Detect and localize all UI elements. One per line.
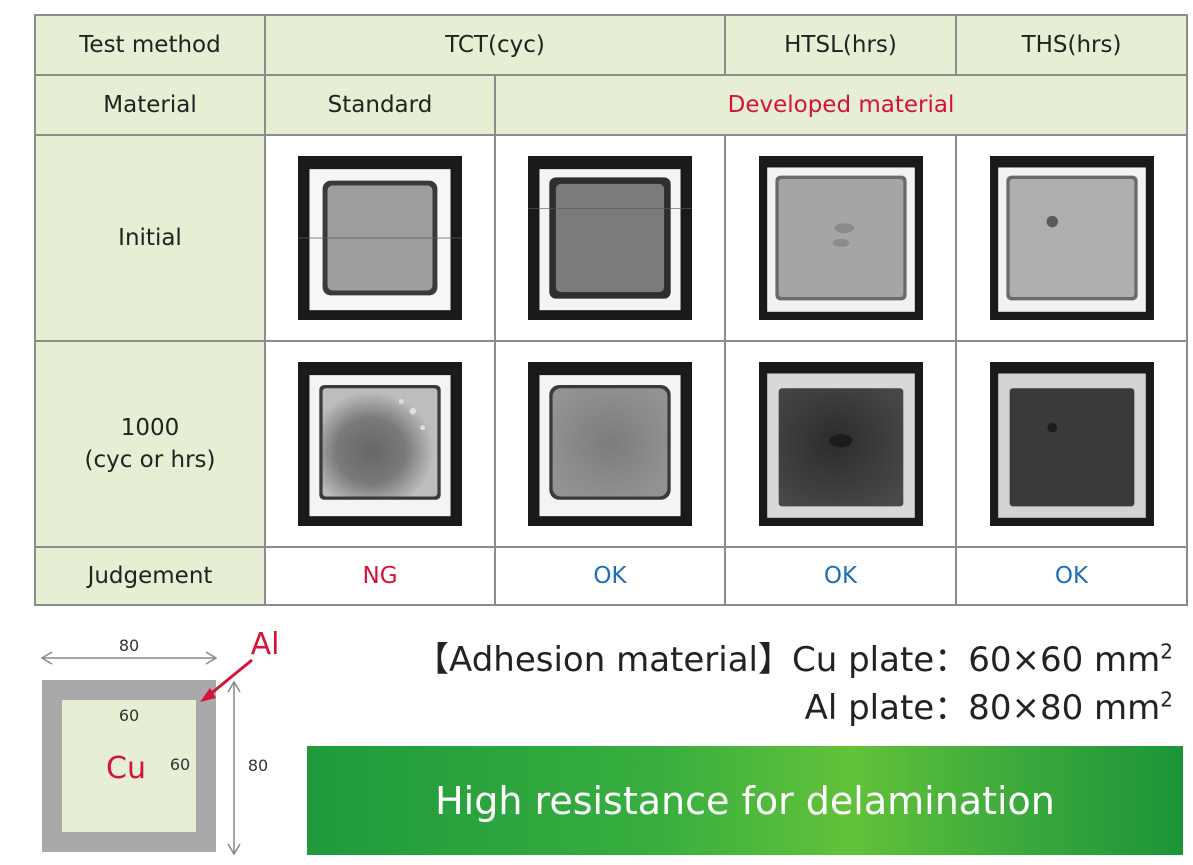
inner-height-label: 60	[170, 755, 190, 774]
adhesion-cu-text: 【Adhesion material】Cu plate：60×60 mm	[415, 640, 1161, 680]
sat-image-tct-developed-after	[528, 362, 692, 526]
sat-image-htsl-after	[758, 362, 923, 526]
scan-cell	[724, 340, 958, 548]
adhesion-al-unit-exponent: 2	[1160, 687, 1173, 712]
sat-image-ths-initial	[989, 156, 1154, 320]
adhesion-al-line: Al plate：80×80 mm2	[805, 680, 1173, 729]
al-pointer-line	[207, 658, 253, 698]
inner-width-label: 60	[119, 706, 139, 725]
scan-cell	[724, 134, 958, 342]
scan-cell	[493, 340, 727, 548]
al-pointer-arrow-icon	[200, 688, 216, 702]
sat-image-standard-initial	[298, 156, 462, 320]
adhesion-cu-unit-exponent: 2	[1160, 639, 1173, 664]
al-label: Al	[251, 627, 280, 662]
sat-image-tct-developed-initial	[528, 156, 692, 320]
summary-banner-text: High resistance for delamination	[435, 778, 1055, 823]
adhesion-cu-line: 【Adhesion material】Cu plate：60×60 mm2	[415, 632, 1173, 681]
scan-cell	[264, 340, 496, 548]
initial-row-label: Initial	[34, 134, 266, 342]
after-row-label: 1000 (cyc or hrs)	[34, 340, 266, 548]
width-arrow-right-icon	[205, 651, 218, 665]
plate-diagram: 80 80 60 60 Cu Al	[40, 627, 280, 856]
ths-header: THS(hrs)	[955, 14, 1189, 76]
height-arrow-top-icon	[227, 680, 241, 693]
judgement-ths: OK	[955, 546, 1189, 606]
height-arrow-bottom-icon	[227, 843, 241, 856]
htsl-header: HTSL(hrs)	[724, 14, 958, 76]
outer-width-label: 80	[119, 636, 139, 655]
developed-material-cell: Developed material	[493, 74, 1189, 136]
sat-image-ths-after	[989, 362, 1154, 526]
sat-image-standard-after	[298, 362, 462, 526]
after-row-label-count: 1000	[120, 415, 180, 441]
test-method-header: Test method	[34, 14, 266, 76]
sat-image-htsl-initial	[758, 156, 923, 320]
judgement-htsl: OK	[724, 546, 958, 606]
outer-height-label: 80	[248, 756, 268, 775]
material-header: Material	[34, 74, 266, 136]
judgement-header: Judgement	[34, 546, 266, 606]
cu-label: Cu	[106, 751, 146, 786]
after-row-label-unit: (cyc or hrs)	[84, 447, 216, 473]
scan-cell	[493, 134, 727, 342]
scan-cell	[955, 340, 1189, 548]
adhesion-al-text: Al plate：80×80 mm	[804, 688, 1161, 728]
width-arrow-left-icon	[40, 651, 53, 665]
scan-cell	[264, 134, 496, 342]
summary-banner: High resistance for delamination	[307, 746, 1183, 855]
tct-header: TCT(cyc)	[263, 14, 727, 76]
judgement-standard: NG	[264, 546, 496, 606]
cu-plate	[62, 700, 196, 832]
judgement-tct-developed: OK	[493, 546, 727, 606]
test-results-table: Test method TCT(cyc) HTSL(hrs) THS(hrs) …	[34, 14, 1189, 606]
scan-cell	[955, 134, 1189, 342]
standard-material-cell: Standard	[264, 74, 496, 136]
